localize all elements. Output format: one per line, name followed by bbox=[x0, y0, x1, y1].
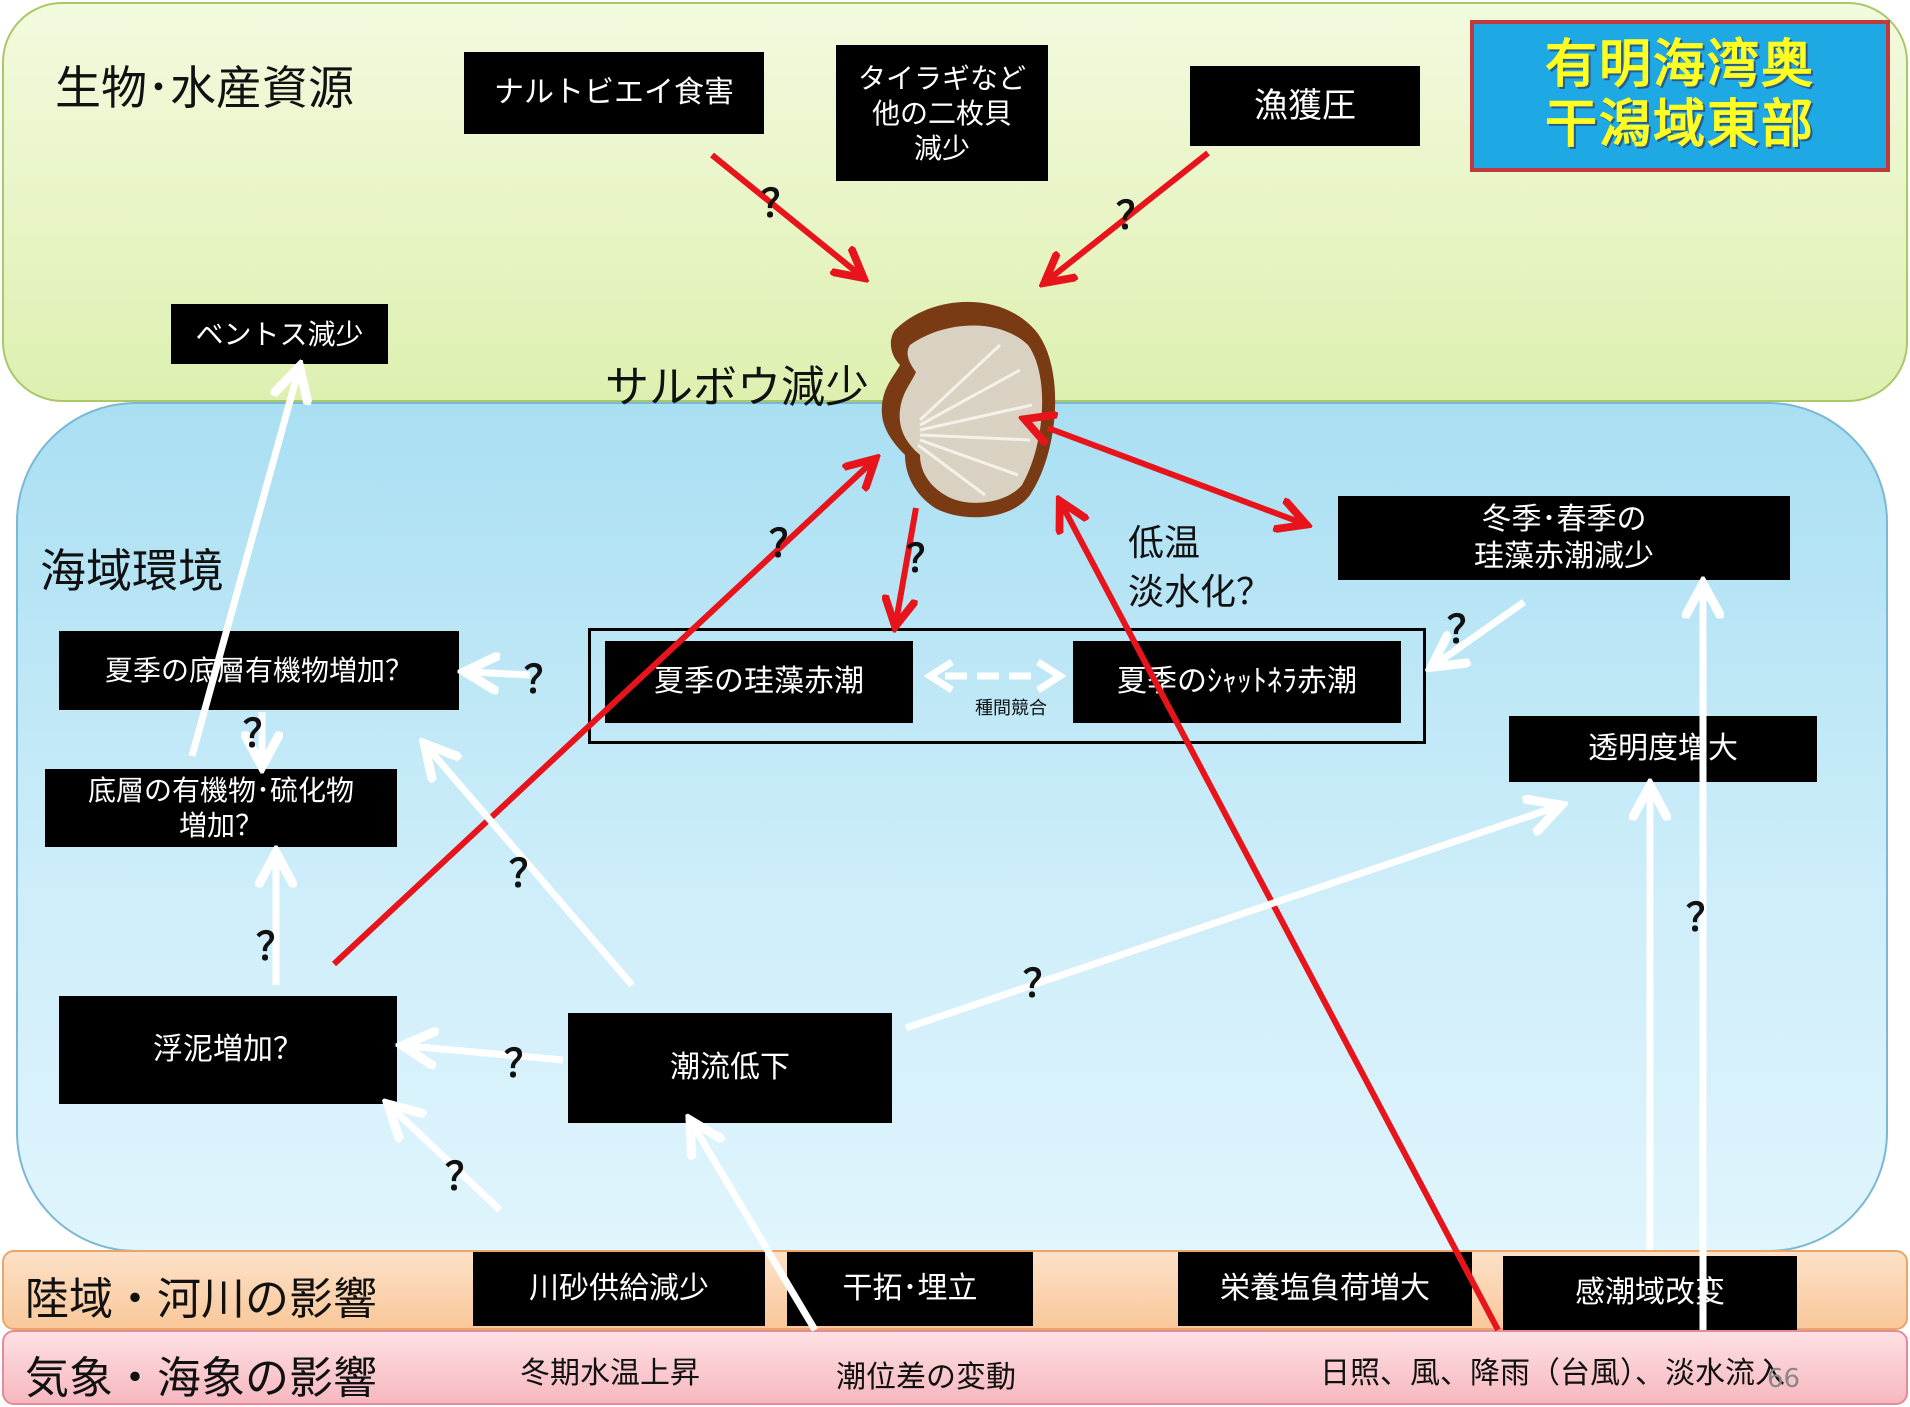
competition-arrow bbox=[923, 659, 1067, 693]
box-toumeido: 透明度増大 bbox=[1509, 716, 1817, 782]
box-keiso-winter: 冬季･春季の 珪藻赤潮減少 bbox=[1338, 496, 1790, 580]
box-kantaku: 干拓･埋立 bbox=[787, 1252, 1033, 1326]
label-sarubou: サルボウ減少 bbox=[605, 362, 869, 413]
question-mark: ？ bbox=[760, 181, 800, 226]
question-mark: ？ bbox=[523, 657, 563, 702]
question-mark: ？ bbox=[508, 851, 548, 896]
white-arrows bbox=[188, 372, 1703, 1332]
box-teisou-yuuki: 夏季の底層有機物増加？ bbox=[59, 631, 459, 710]
question-mark: ？ bbox=[1685, 895, 1725, 940]
page-number: 66 bbox=[1767, 1364, 1801, 1394]
box-tairagi: タイラギなど 他の二枚貝 減少 bbox=[836, 45, 1048, 181]
zone-weather-ocean bbox=[2, 1330, 1908, 1405]
question-mark: ？ bbox=[444, 1154, 484, 1199]
shell-icon bbox=[881, 301, 1056, 518]
label-chouisa: 潮位差の変動 bbox=[836, 1360, 1016, 1395]
summer-red-tide-group-frame bbox=[588, 628, 1426, 744]
label-nisshou: 日照、風、降雨（台風）、淡水流入 bbox=[1320, 1356, 1785, 1391]
zone-label-sea: 海域環境 bbox=[40, 544, 224, 598]
zone-label-bio: 生物･水産資源 bbox=[55, 61, 354, 115]
label-kyousou: 種間競合 bbox=[975, 698, 1047, 719]
label-toukisuion: 冬期水温上昇 bbox=[520, 1356, 700, 1391]
question-mark: ？ bbox=[503, 1041, 543, 1086]
box-fudei: 浮泥増加？ bbox=[59, 996, 397, 1104]
box-chouryu: 潮流低下 bbox=[568, 1013, 892, 1123]
question-mark: ？ bbox=[1022, 961, 1062, 1006]
box-kawasuna: 川砂供給減少 bbox=[473, 1252, 765, 1326]
label-teion: 低温 淡水化？ bbox=[1128, 523, 1273, 613]
box-benthos: ベントス減少 bbox=[171, 304, 388, 364]
box-narutobiei: ナルトビエイ食害 bbox=[464, 52, 764, 134]
box-eiyouen: 栄養塩負荷増大 bbox=[1178, 1252, 1472, 1326]
question-mark: ？ bbox=[1446, 607, 1486, 652]
question-mark: ？ bbox=[905, 536, 945, 581]
title-line-2: 干潟域東部 bbox=[1544, 95, 1815, 155]
question-mark: ？ bbox=[1115, 193, 1155, 238]
question-mark: ？ bbox=[768, 521, 808, 566]
red-arrows bbox=[331, 150, 1501, 1332]
title-line-1: 有明海湾奥 bbox=[1544, 35, 1815, 96]
zone-label-weather: 気象・海象の影響 bbox=[25, 1353, 377, 1404]
box-keiso-summer: 夏季の珪藻赤潮 bbox=[605, 641, 913, 723]
title-box: 有明海湾奥 干潟域東部 bbox=[1470, 20, 1890, 172]
zone-label-land: 陸域・河川の影響 bbox=[25, 1274, 377, 1325]
question-mark: ？ bbox=[242, 711, 282, 756]
box-teisou-ryuka: 底層の有機物･硫化物 増加？ bbox=[45, 769, 397, 847]
question-mark: ？ bbox=[255, 924, 295, 969]
box-gyokaku: 漁獲圧 bbox=[1190, 66, 1420, 146]
